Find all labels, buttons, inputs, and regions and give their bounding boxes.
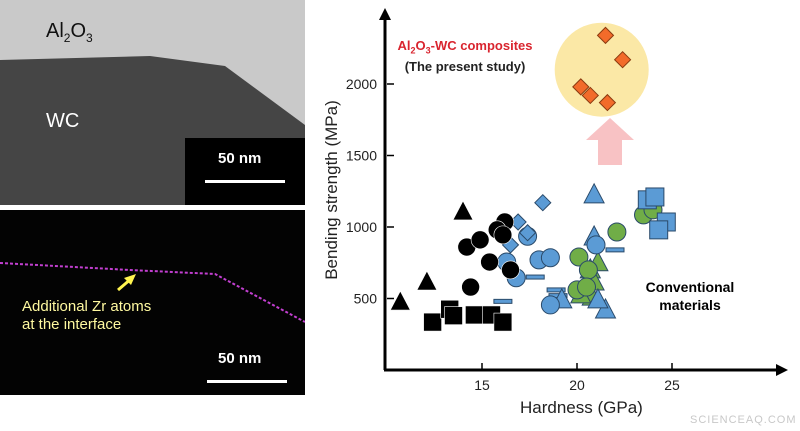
data-point-blue-triangle xyxy=(583,182,605,204)
up-arrow-icon xyxy=(586,118,634,165)
scale-bar-box: 50 nm xyxy=(185,138,305,205)
x-tick-label: 25 xyxy=(664,377,680,393)
x-tick-label: 15 xyxy=(474,377,490,393)
scale-bar-label: 50 nm xyxy=(218,150,262,167)
data-point-black-triangle xyxy=(452,200,474,221)
data-point-blue-bar xyxy=(493,298,513,304)
data-point-black-square xyxy=(423,312,442,332)
data-point-green-circle xyxy=(578,260,598,280)
data-point-green-circle xyxy=(577,277,596,297)
y-tick-label: 1500 xyxy=(346,148,377,164)
data-point-blue-bar xyxy=(605,247,625,253)
data-point-green-circle xyxy=(569,247,589,267)
data-point-blue-diamond xyxy=(518,224,537,242)
data-point-black-circle xyxy=(501,260,520,280)
data-point-black-triangle xyxy=(416,270,438,291)
label-al2o3: Al2O3 xyxy=(46,20,93,45)
data-point-black-circle xyxy=(461,277,480,297)
label-wc: WC xyxy=(46,110,80,132)
data-point-black-square xyxy=(444,306,463,325)
x-axis-arrow-icon xyxy=(776,364,788,376)
data-point-blue-circle xyxy=(586,235,606,255)
data-point-blue-circle xyxy=(540,295,560,315)
y-axis-label: Bending strength (MPa) xyxy=(322,100,341,280)
tem-image-top: Al2O3 WC 50 nm xyxy=(0,0,305,205)
watermark: SCIENCEAQ.COM xyxy=(690,414,797,426)
data-point-orange-diamond xyxy=(581,86,600,105)
data-point-black-circle xyxy=(470,230,490,250)
x-tick-label: 20 xyxy=(569,377,585,393)
data-point-black-square xyxy=(465,305,484,325)
data-point-black-square xyxy=(493,312,513,332)
data-point-orange-diamond xyxy=(598,93,617,112)
data-point-blue-square xyxy=(649,220,669,240)
data-point-blue-circle xyxy=(540,248,560,268)
data-point-orange-diamond xyxy=(596,26,615,45)
y-tick-label: 1000 xyxy=(346,219,377,235)
zr-interface-line xyxy=(0,262,305,323)
data-point-black-circle xyxy=(493,225,513,245)
data-point-black-triangle xyxy=(389,290,411,311)
scale-bar xyxy=(205,180,285,183)
y-axis-arrow-icon xyxy=(379,8,391,20)
data-point-blue-triangle xyxy=(594,297,617,319)
scale-bar-label: 50 nm xyxy=(218,350,262,367)
data-point-green-circle xyxy=(607,222,627,242)
present-study-highlight xyxy=(554,22,649,117)
data-point-blue-square xyxy=(645,187,665,207)
data-point-blue-bar xyxy=(546,287,566,293)
data-point-blue-bar xyxy=(525,274,545,280)
y-tick-label: 500 xyxy=(354,291,378,307)
y-tick-label: 2000 xyxy=(346,76,377,92)
data-point-blue-triangle xyxy=(587,287,609,309)
data-point-orange-diamond xyxy=(613,50,632,69)
data-point-orange-diamond xyxy=(572,78,590,96)
data-point-blue-diamond xyxy=(534,193,552,212)
data-point-black-circle xyxy=(480,252,499,272)
present-study-label: Al2O3-WC composites (The present study) xyxy=(397,38,533,74)
scale-bar xyxy=(207,380,287,383)
x-axis-label: Hardness (GPa) xyxy=(520,398,643,417)
